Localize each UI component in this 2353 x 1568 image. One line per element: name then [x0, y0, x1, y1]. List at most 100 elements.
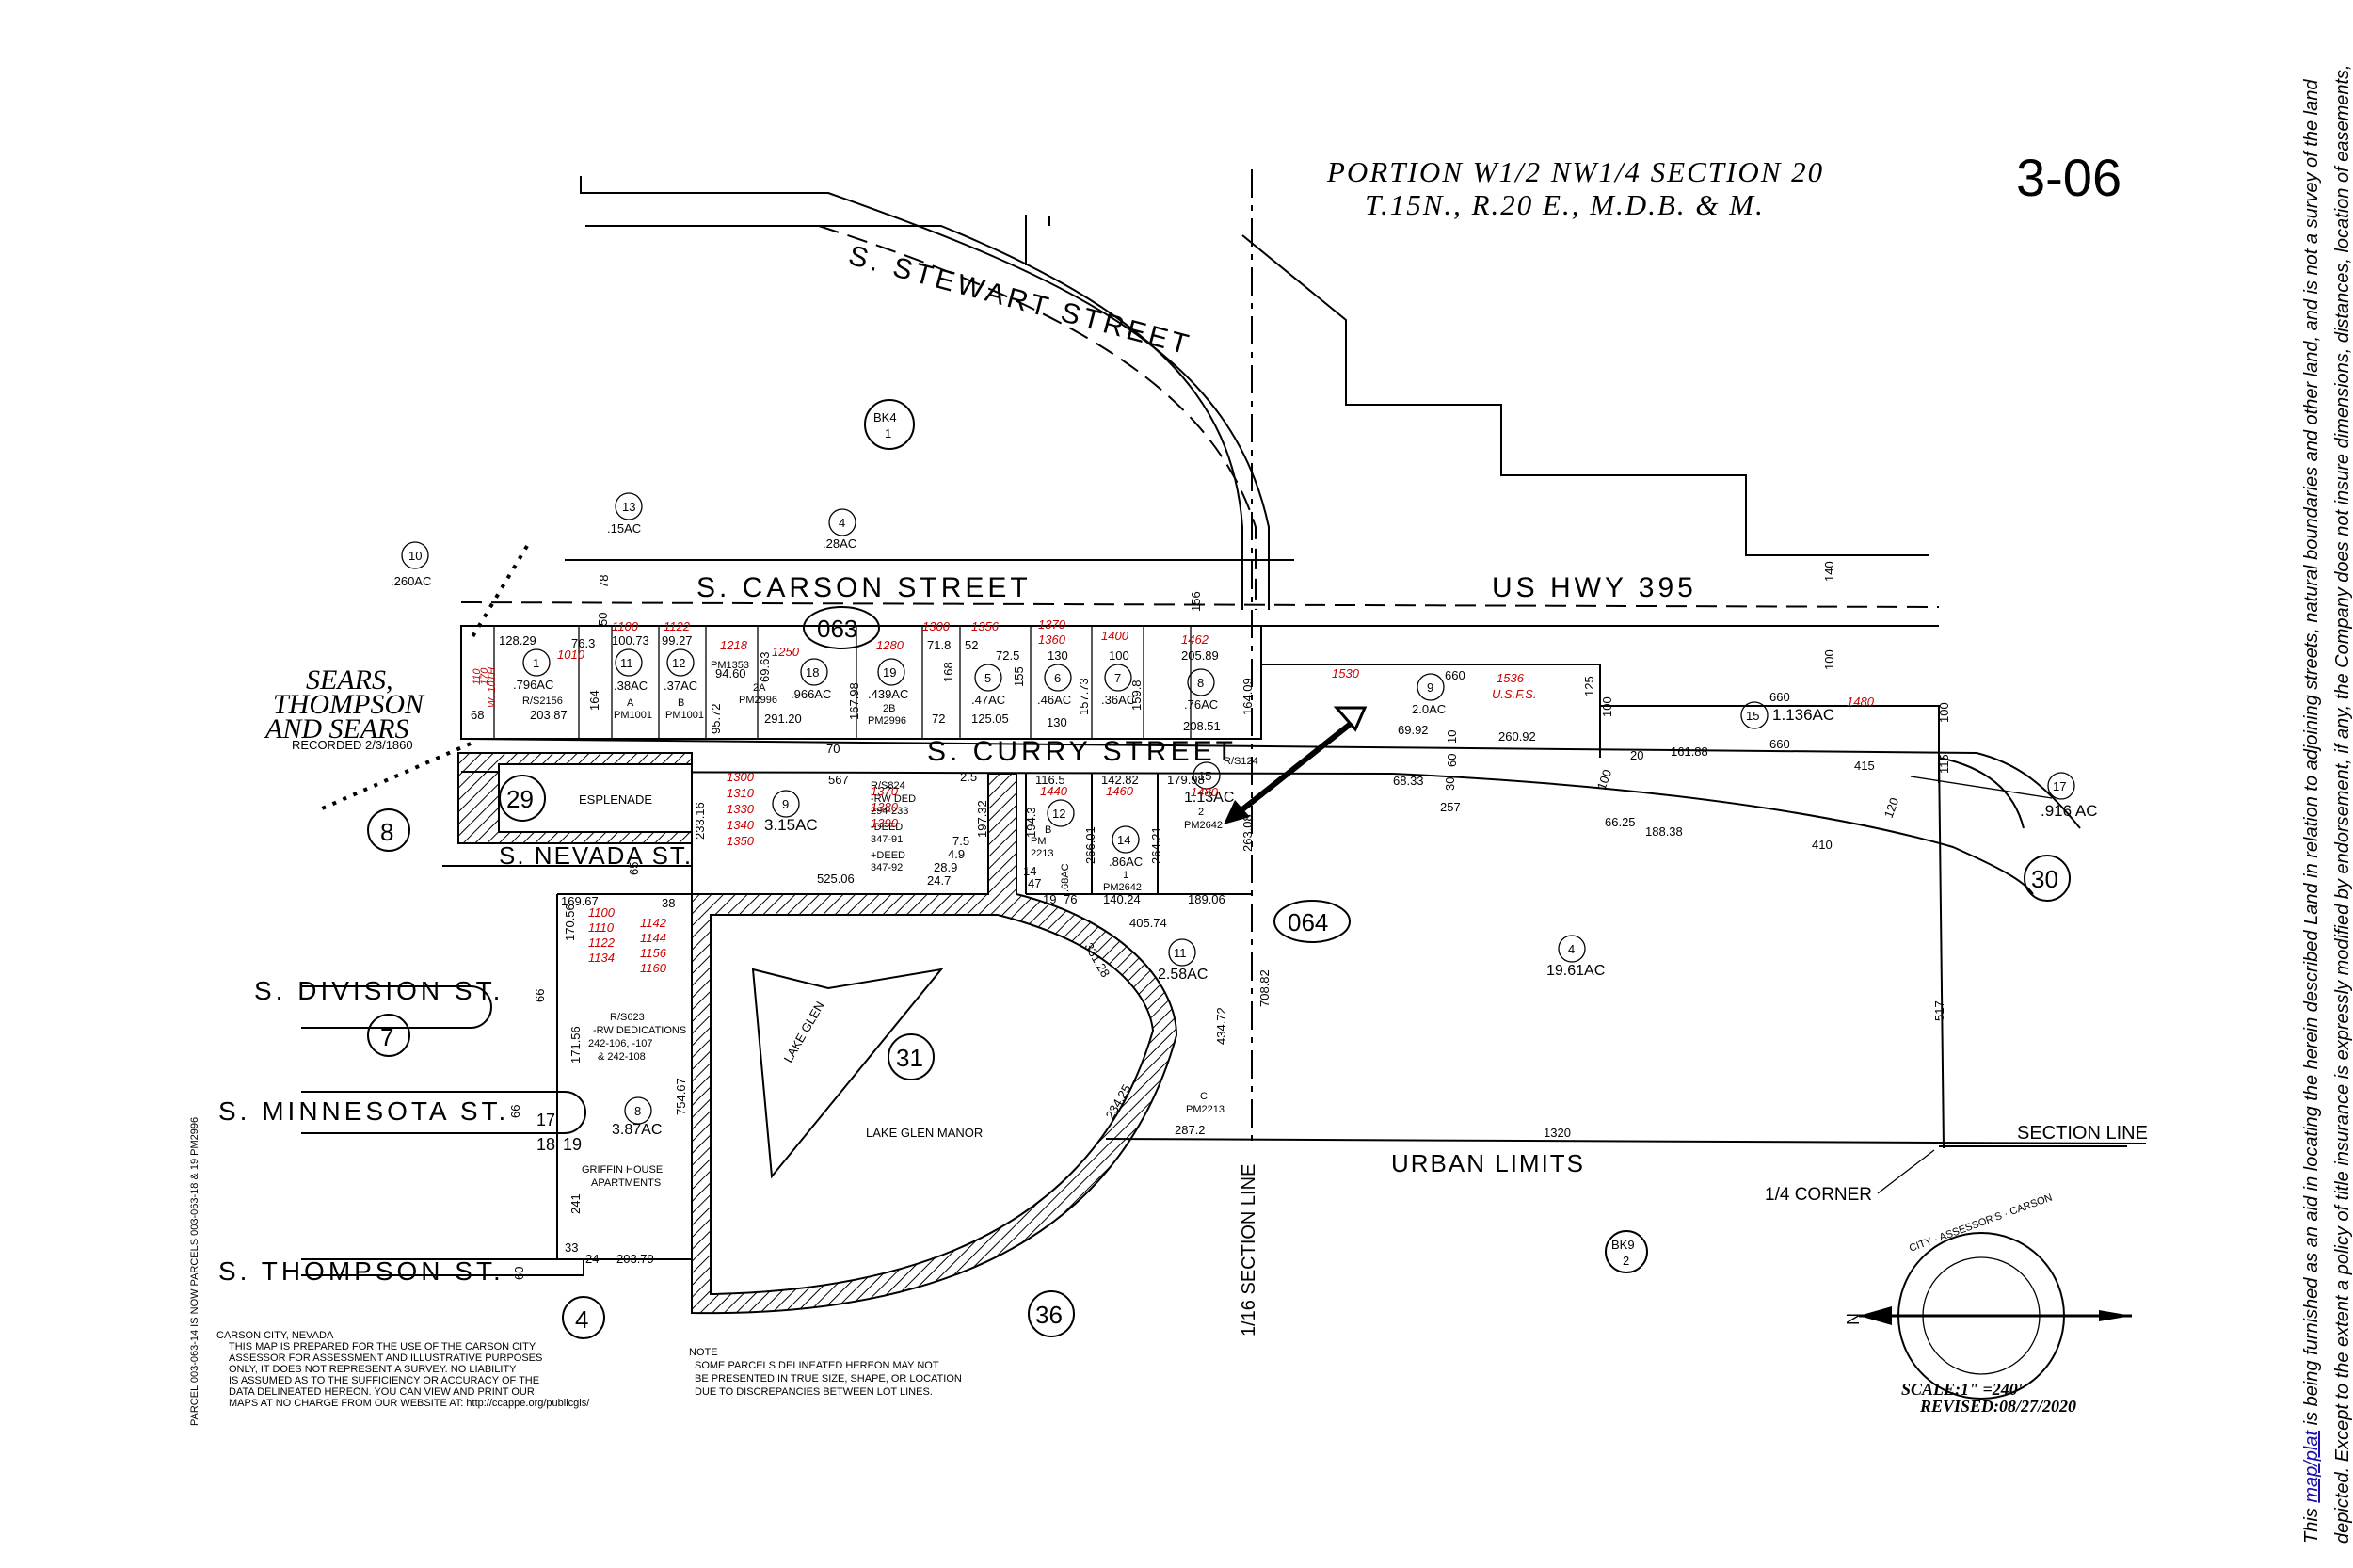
dim: 4.9 [948, 847, 965, 861]
dim: 171.56 [568, 1026, 583, 1064]
sixteenth-line-label: 1/16 SECTION LINE [1239, 1164, 1259, 1336]
dim: 125.05 [971, 712, 1009, 726]
parcel-7: 7 [1114, 671, 1121, 685]
dim: 10 [1445, 730, 1459, 744]
note-line: DUE TO DISCREPANCIES BETWEEN LOT LINES. [695, 1386, 933, 1398]
address: 1480 [1191, 785, 1219, 799]
parcel-5-ac: .47AC [971, 693, 1005, 707]
division-street [301, 985, 492, 1029]
address: 1134 [588, 951, 615, 965]
address: 1356 [971, 619, 1000, 633]
parcel-side-note: PARCEL 003-063-14 IS NOW PARCELS 003-063… [189, 1117, 200, 1426]
dim: 266.01 [1083, 826, 1097, 864]
note-line: NOTE [689, 1347, 718, 1358]
note-line: DATA DELINEATED HEREON. YOU CAN VIEW AND… [229, 1386, 535, 1398]
revised-label: REVISED:08/27/2020 [1919, 1397, 2076, 1416]
w10th-street [319, 742, 472, 811]
dim: 287.2 [1175, 1123, 1206, 1137]
bk4-circle [864, 399, 915, 450]
map-title-line1: PORTION W1/2 NW1/4 SECTION 20 [1326, 155, 1824, 188]
dim: 47 [1028, 876, 1041, 890]
dim: 99.27 [662, 633, 693, 648]
address: 1360 [1038, 632, 1066, 647]
parcel-8b-ac: 3.87AC [612, 1122, 662, 1138]
dim: 100 [1109, 648, 1129, 663]
north-label: N [1844, 1313, 1863, 1325]
dim: 754.67 [674, 1078, 688, 1115]
parcel-6: 6 [1054, 671, 1061, 685]
scale-label: SCALE:1" =240' [1901, 1380, 2023, 1399]
parcel-14-ac: .86AC [1109, 855, 1143, 869]
dim: 52 [965, 638, 978, 652]
block-4: 4 [575, 1305, 588, 1334]
dim: 116.5 [1035, 773, 1065, 787]
rs824-4: -DEED [871, 822, 903, 833]
note-line: THIS MAP IS PREPARED FOR THE USE OF THE … [229, 1341, 536, 1352]
block-064-oval [1273, 900, 1351, 943]
rs824-5: 347-91 [871, 834, 903, 845]
address: 1010 [557, 648, 585, 662]
dim: 76.3 [571, 636, 595, 650]
address: 1390 [871, 816, 899, 830]
bk9-label: BK9 [1611, 1238, 1635, 1252]
dim: 205.89 [1181, 648, 1219, 663]
dim: 60 [1445, 754, 1459, 767]
parcel-19-ac: .439AC [868, 687, 908, 701]
note-line: MAPS AT NO CHARGE FROM OUR WEBSITE AT: h… [229, 1398, 590, 1409]
street-addresses: 1010 1100 1122 1218 1250 1280 1300 1356 … [472, 617, 1875, 975]
dim: 69.92 [1398, 723, 1429, 737]
block-4-circle [562, 1296, 605, 1339]
note-line: ONLY, IT DOES NOT REPRESENT A SURVEY. NO… [229, 1364, 517, 1375]
address: 1122 [664, 619, 691, 633]
dim: 157.73 [1077, 678, 1091, 715]
curry-street-north [460, 738, 1977, 754]
address: 1460 [1106, 784, 1134, 798]
sears-label-3: AND SEARS [264, 713, 408, 744]
rs824-2: -RW DED [871, 793, 916, 805]
bk4-sub: 1 [885, 426, 891, 440]
parcel-9-top-ac: 2.0AC [1412, 702, 1446, 716]
usfs-label: U.S.F.S. [1492, 687, 1536, 701]
w10th-label: W. 10TH [487, 667, 498, 708]
dim: 140 [1822, 561, 1836, 582]
parcel-10-ac: .260AC [391, 574, 431, 588]
rs824-7: 347-92 [871, 862, 903, 873]
dim: 14 [1023, 864, 1036, 878]
address: 1160 [640, 961, 667, 975]
dim: 33 [565, 1240, 578, 1255]
address: 1530 [1332, 666, 1360, 680]
curry-street-north-curve [1976, 752, 2081, 829]
dim: 2.5 [960, 770, 977, 784]
address: 1330 [727, 802, 755, 816]
nevada-street-label: S. NEVADA ST. [499, 841, 693, 870]
dim: 164 [587, 690, 601, 711]
block-36-circle [1028, 1290, 1075, 1337]
dim: 66 [533, 989, 547, 1002]
dim: 415 [1854, 759, 1875, 773]
address: 1250 [772, 645, 800, 659]
parcel-9: 9 [782, 797, 789, 811]
address: 1300 [727, 770, 755, 784]
block-31: 31 [896, 1044, 923, 1072]
dim: 60 [512, 1267, 526, 1280]
disclaimer-panel: This map/plat is being furnished as an a… [2240, 0, 2353, 1568]
parcel-11-pm: PM1001 [614, 710, 652, 721]
rs623-2: -RW DEDICATIONS [593, 1025, 686, 1036]
parcel-15-2: 2 [1198, 807, 1204, 818]
parcel-17-ac: .916 AC [2041, 802, 2098, 820]
dim: 7.5 [952, 834, 969, 848]
dim: 38 [662, 896, 675, 910]
dim: 660 [1769, 690, 1790, 704]
parcel-4: 4 [1568, 942, 1575, 956]
note-line: ASSESSOR FOR ASSESSMENT AND ILLUSTRATIVE… [229, 1352, 542, 1364]
dim: 233.16 [693, 802, 707, 840]
dim: 525.06 [817, 872, 855, 886]
parcel-17: 17 [2053, 779, 2066, 793]
map-plat-link[interactable]: map/plat [2301, 1430, 2322, 1503]
parcel-4-ac: 19.61AC [1546, 963, 1605, 979]
address: 1144 [640, 931, 666, 945]
parcel-5: 5 [984, 671, 991, 685]
urban-limits-line [1105, 1138, 2147, 1144]
block-8: 8 [380, 818, 393, 846]
address: 1380 [871, 800, 899, 814]
